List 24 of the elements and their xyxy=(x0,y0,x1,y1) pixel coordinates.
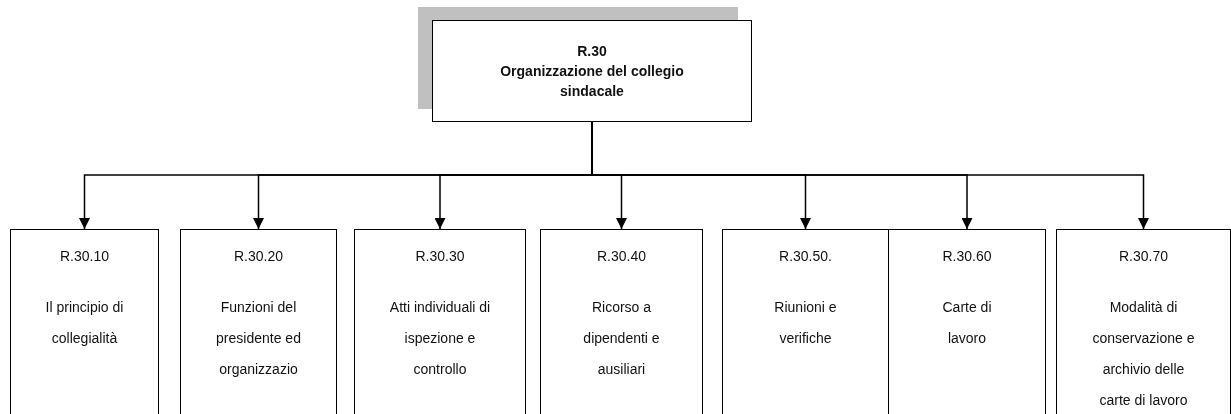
section-box xyxy=(540,229,703,414)
section-title: Organizzazione del collegio sindacale xyxy=(499,62,685,101)
section-description: Ricorso a dipendenti e ausiliari xyxy=(582,298,661,379)
section-code: R.30.20 xyxy=(232,247,284,266)
section-box xyxy=(180,229,337,414)
root-box xyxy=(432,20,752,122)
section-box xyxy=(722,229,889,414)
section-code: R.30.40 xyxy=(595,247,647,266)
section-description: Modalità di conservazione e archivio delle carte di lavoro xyxy=(1091,298,1196,410)
section-code: R.30.60 xyxy=(941,247,993,266)
section-description: Funzioni del presidente ed organizzazio xyxy=(215,298,302,379)
section-box xyxy=(354,229,526,414)
section-description: Riunioni e verifiche xyxy=(773,298,838,348)
section-code: R.30.70 xyxy=(1117,247,1169,266)
section-code: R.30.10 xyxy=(58,247,110,266)
section-box xyxy=(10,229,159,414)
section-box xyxy=(888,229,1046,414)
section-code: R.30.30 xyxy=(414,247,466,266)
section-box xyxy=(1056,229,1231,414)
section-code: R.30.50. xyxy=(778,247,833,266)
section-description: Atti individuali di ispezione e controllo xyxy=(389,298,491,379)
section-description: Carte di lavoro xyxy=(941,298,993,348)
section-description: Il principio di collegialità xyxy=(44,298,125,348)
section-code: R.30 xyxy=(576,42,608,61)
